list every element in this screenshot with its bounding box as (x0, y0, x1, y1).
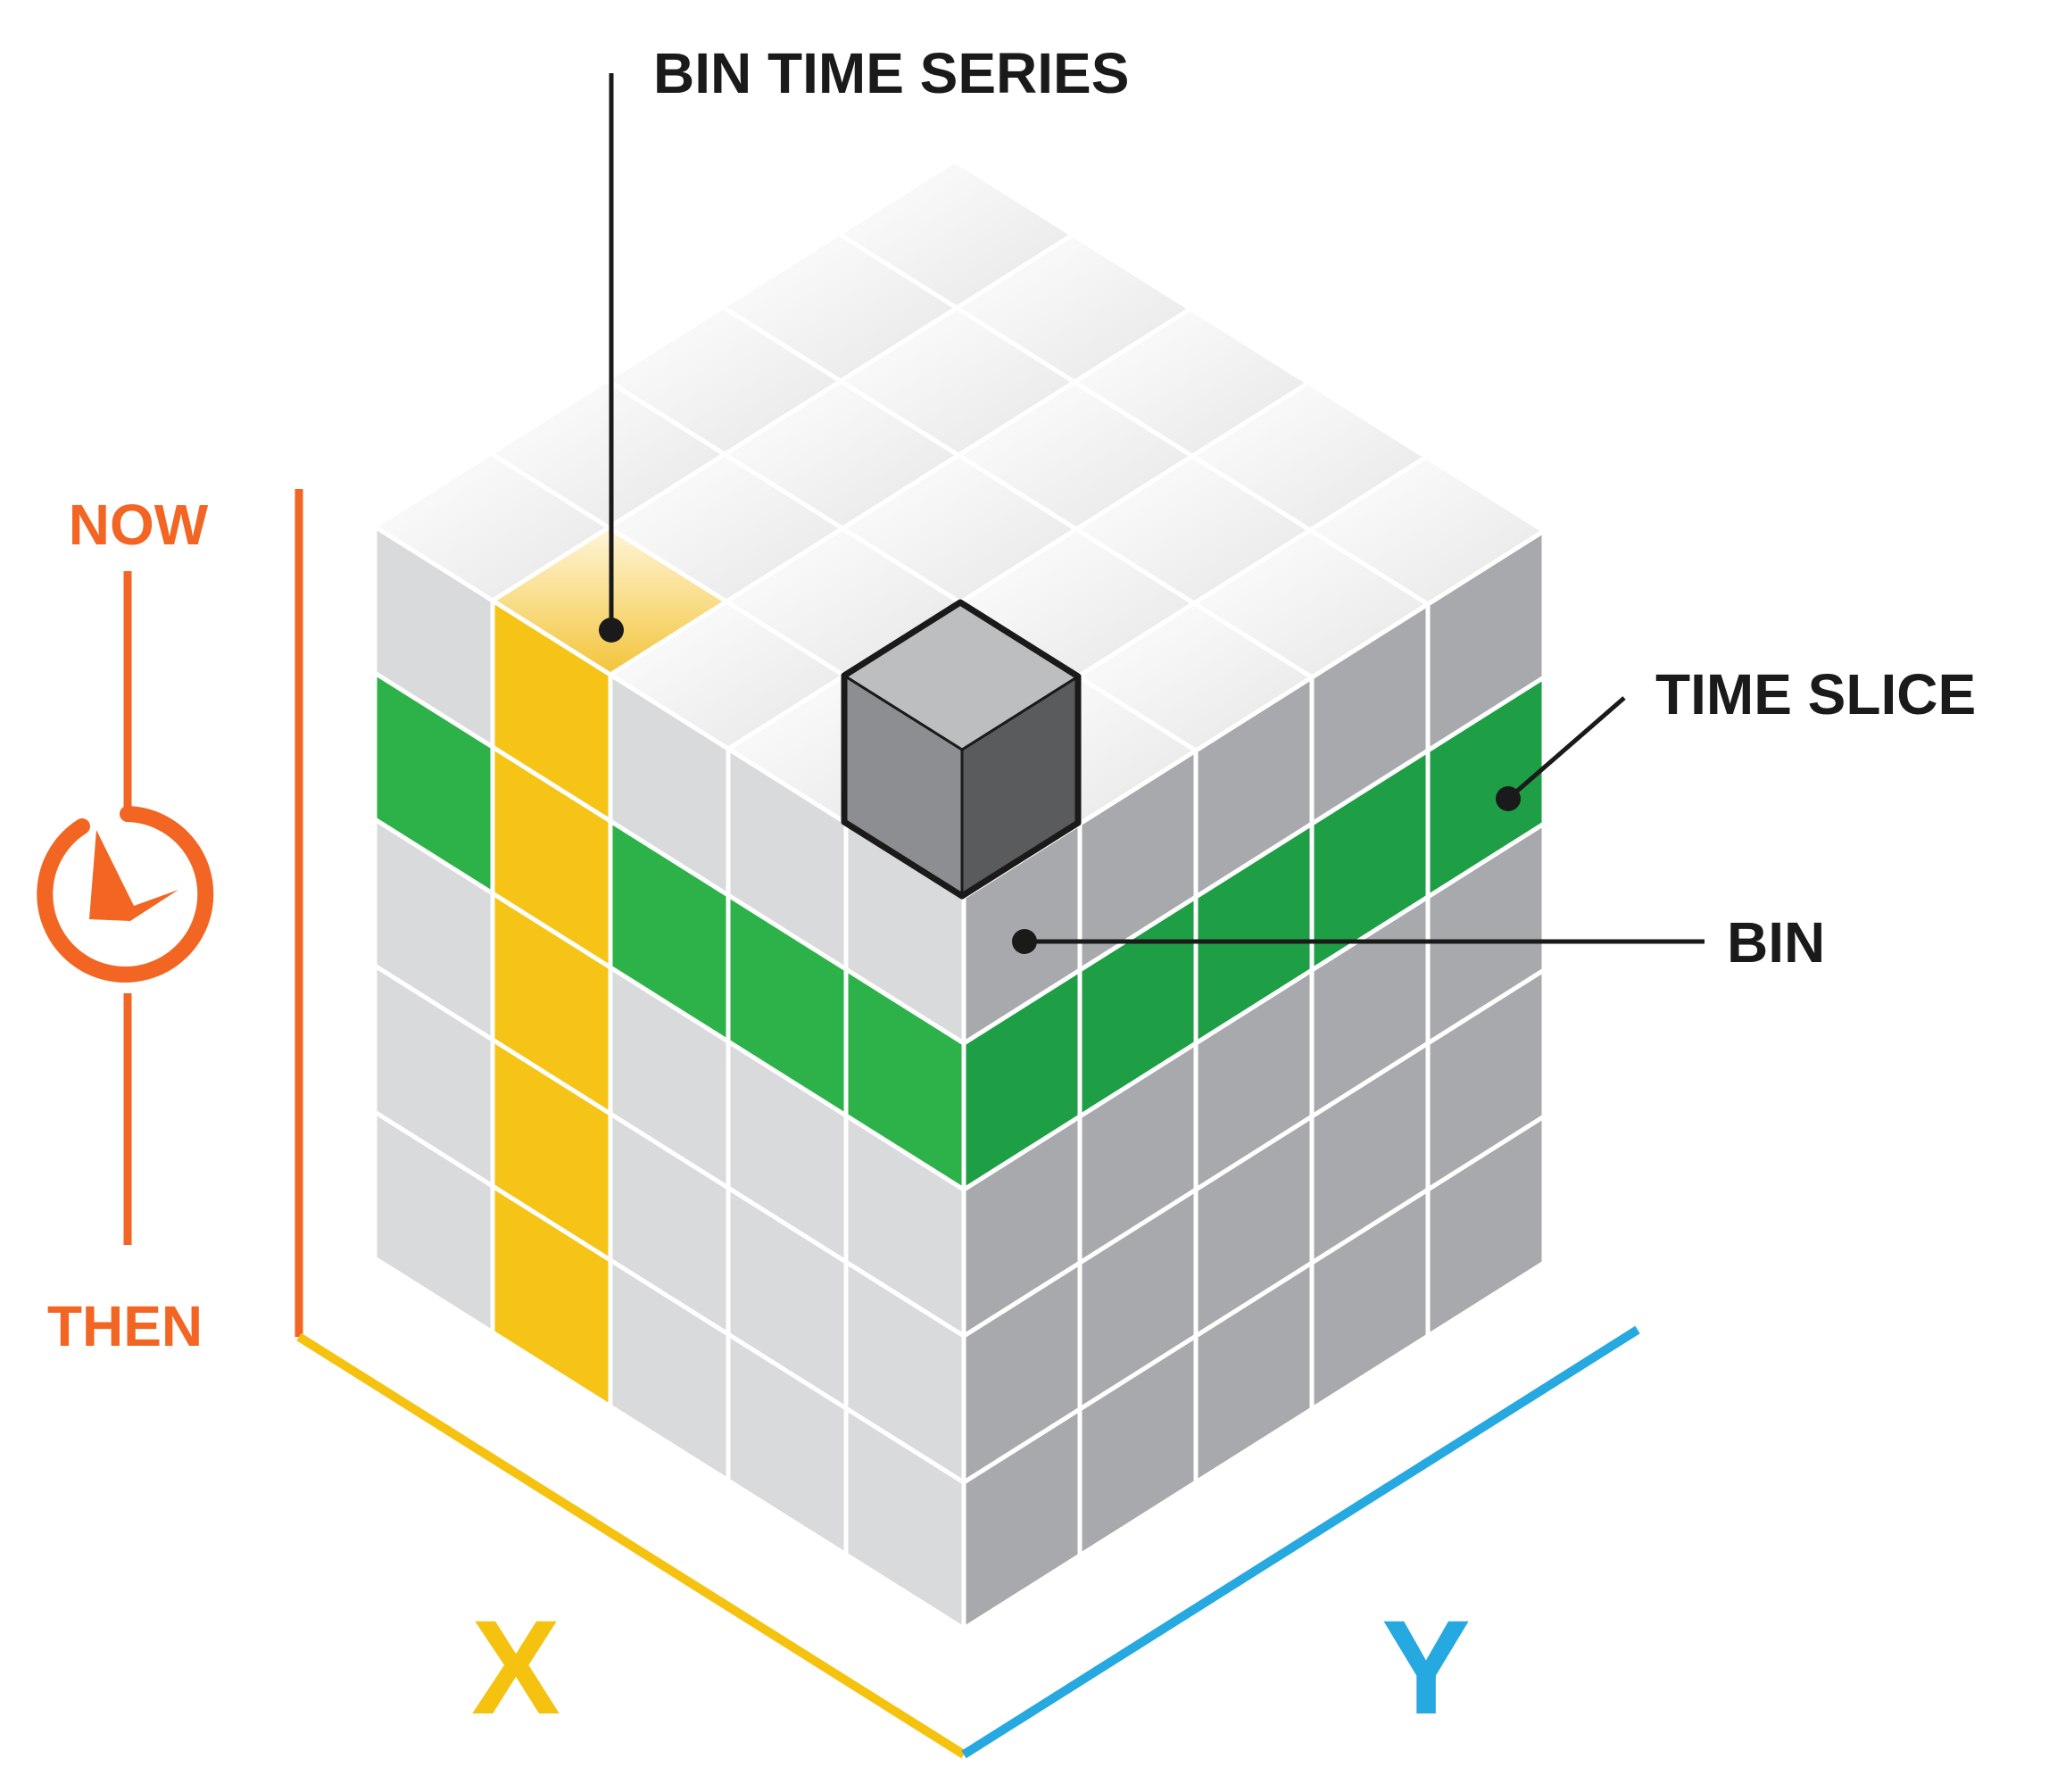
y-axis-label: Y (1381, 1592, 1471, 1742)
y-axis-line (961, 1325, 1640, 1759)
now-label: NOW (69, 493, 209, 557)
x-axis-label: X (471, 1592, 560, 1742)
time-slice-callout: TIME SLICE (1496, 662, 1976, 811)
space-time-cube (372, 158, 1547, 1631)
clock-icon (37, 806, 214, 983)
bin-callout: BIN (1012, 910, 1825, 975)
cube-top-cell (836, 158, 1075, 311)
bin-time-series-label: BIN TIME SERIES (653, 41, 1129, 105)
bin-label: BIN (1727, 910, 1825, 975)
bin-cube (841, 599, 1082, 900)
then-label: THEN (47, 1294, 203, 1358)
time-legend: NOW THEN (37, 493, 214, 1358)
time-slice-label: TIME SLICE (1655, 662, 1976, 726)
bin-time-series-callout: BIN TIME SERIES (599, 41, 1129, 643)
bin-outline (841, 599, 1082, 900)
x-axis-line (296, 1332, 966, 1759)
